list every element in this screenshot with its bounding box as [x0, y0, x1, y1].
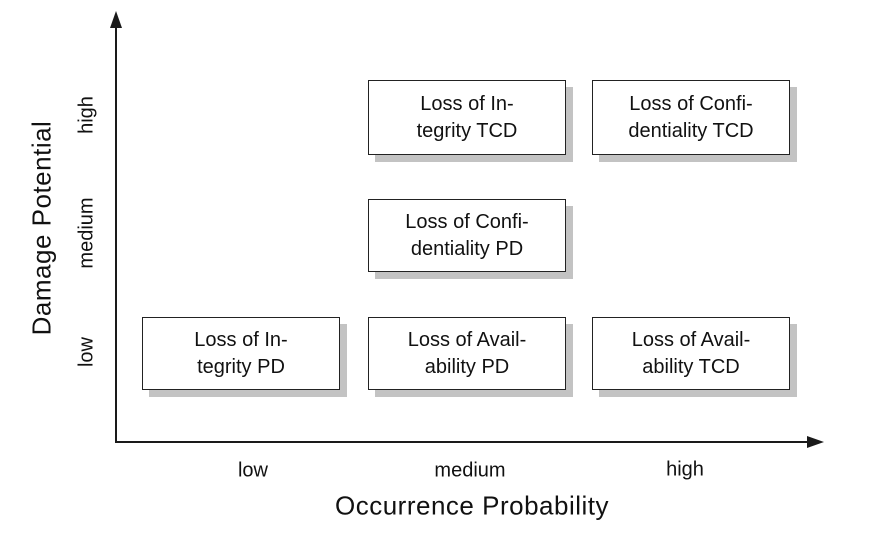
- box-loss-of-availability-tcd: Loss of Avail- ability TCD: [592, 317, 790, 390]
- x-axis-title: Occurrence Probability: [335, 490, 609, 521]
- box-text-line1: Loss of In-: [194, 328, 288, 351]
- x-tick-medium: medium: [434, 459, 506, 482]
- box-text-line1: Loss of Avail-: [407, 328, 527, 351]
- x-tick-high: high: [666, 458, 704, 481]
- x-tick-low: low: [237, 459, 269, 482]
- box-text-line2: dentiality TCD: [628, 119, 754, 142]
- box-text-line1: Loss of Confi-: [405, 210, 529, 233]
- y-axis-line: [114, 20, 118, 442]
- box-text-line2: ability TCD: [642, 355, 740, 378]
- box-loss-of-availability-pd: Loss of Avail- ability PD: [368, 317, 566, 390]
- box-text-line2: tegrity TCD: [416, 119, 518, 142]
- y-tick-medium: medium: [75, 197, 98, 269]
- box-loss-of-confidentiality-tcd: Loss of Confi- dentiality TCD: [592, 80, 790, 155]
- x-axis-line: [114, 440, 813, 444]
- box-text-line1: Loss of Avail-: [631, 328, 751, 351]
- y-tick-low: low: [75, 336, 98, 368]
- box-loss-of-confidentiality-pd: Loss of Confi- dentiality PD: [368, 199, 566, 272]
- y-axis-title: Damage Potential: [26, 120, 57, 336]
- box-text-line1: Loss of In-: [420, 92, 514, 115]
- box-text-line2: tegrity PD: [197, 355, 285, 378]
- box-loss-of-integrity-tcd: Loss of In- tegrity TCD: [368, 80, 566, 155]
- box-text-line2: ability PD: [424, 355, 510, 378]
- box-loss-of-integrity-pd: Loss of In- tegrity PD: [142, 317, 340, 390]
- y-tick-high: high: [75, 96, 98, 134]
- box-text-line1: Loss of Confi-: [629, 92, 753, 115]
- x-axis-arrowhead-icon: [807, 436, 824, 448]
- y-axis-arrowhead-icon: [110, 11, 122, 28]
- box-text-line2: dentiality PD: [410, 237, 524, 260]
